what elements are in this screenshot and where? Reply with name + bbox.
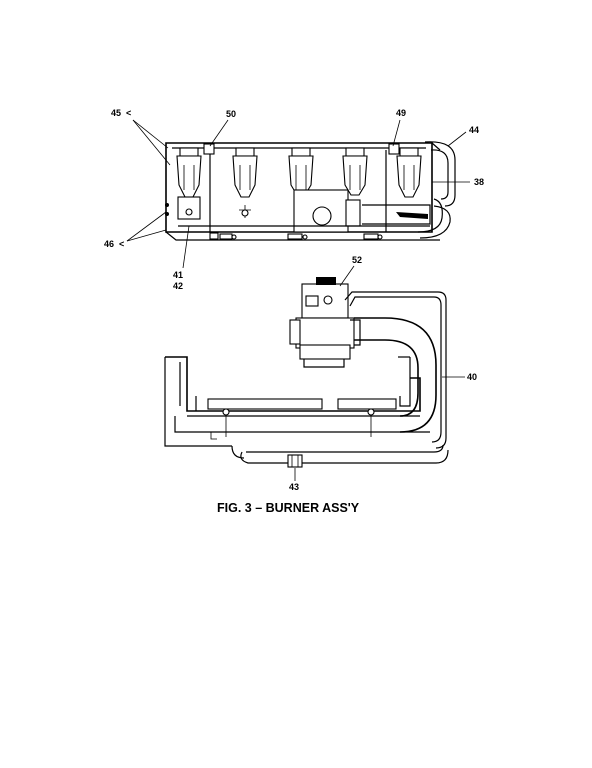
burner-2 xyxy=(232,147,258,218)
burner-3 xyxy=(288,147,314,196)
callout-43: 43 xyxy=(289,482,299,492)
svg-text:<: < xyxy=(119,239,124,249)
callout-46: 46 xyxy=(104,239,114,249)
upper-gas-valve xyxy=(293,189,431,233)
gas-valve-52 xyxy=(289,277,361,368)
callout-44: 44 xyxy=(469,125,479,135)
callouts: 45 < 50 49 44 38 46 < 41 42 52 40 43 xyxy=(104,108,484,492)
callout-40: 40 xyxy=(467,372,477,382)
upper-burner-assembly xyxy=(165,141,456,241)
burner-5 xyxy=(396,147,422,198)
svg-text:<: < xyxy=(126,108,131,118)
callout-42: 42 xyxy=(173,281,183,291)
callout-45: 45 xyxy=(111,108,121,118)
callout-41: 41 xyxy=(173,270,183,280)
callout-49: 49 xyxy=(396,108,406,118)
callout-38: 38 xyxy=(474,177,484,187)
lower-burner-assembly xyxy=(164,277,449,468)
callout-52: 52 xyxy=(352,255,362,265)
callout-50: 50 xyxy=(226,109,236,119)
burner-1 xyxy=(176,147,202,220)
burner-4 xyxy=(342,147,368,196)
figure-caption: FIG. 3 – BURNER ASS'Y xyxy=(217,501,360,515)
